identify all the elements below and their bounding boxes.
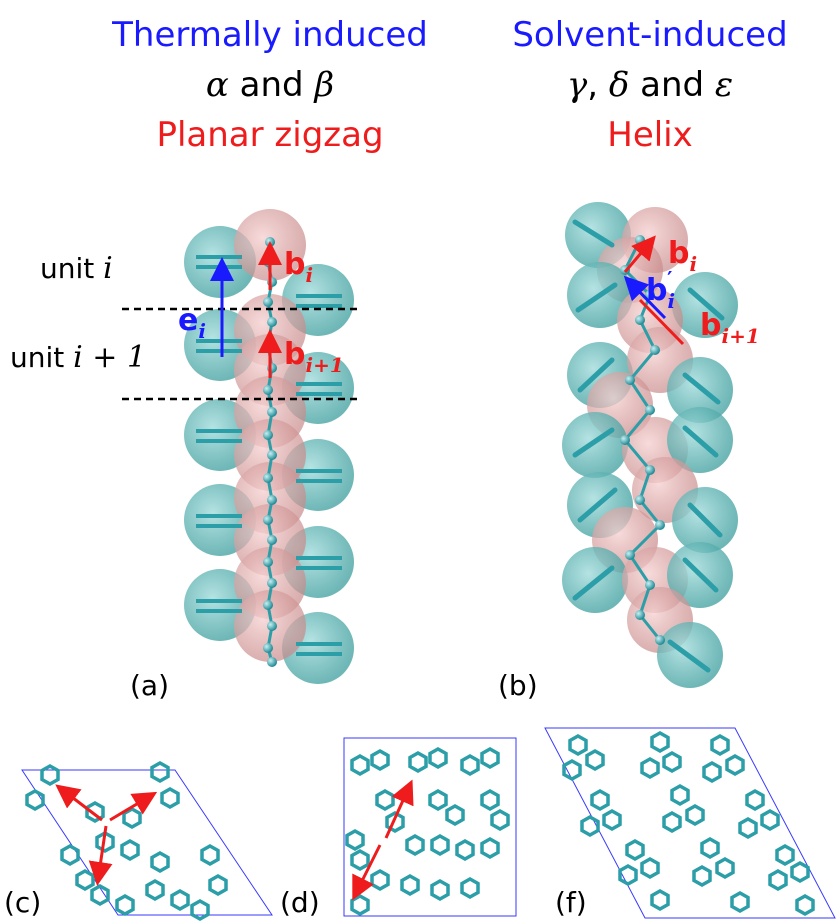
panel-f-molecules [562,731,815,916]
panel-d-unit-cell [343,737,517,917]
panel-f-unit-cell [544,727,836,919]
helix-b-arrow [623,235,656,273]
panel-b-label: (b) [498,669,538,702]
vector-e-label: ei [178,303,206,343]
vector-b-label: bi [284,247,313,287]
panel-d: (d) [280,737,517,919]
helix-bprime-arrow [623,275,667,320]
helix-bprime-label: bi′ [646,267,675,313]
panel-c-molecules [25,761,228,921]
left-header: Thermally induced α and β Planar zigzag [90,10,450,160]
unit-i1-label: unit i + 1 [10,340,146,375]
panel-d-label: (d) [280,886,320,919]
panel-f-label: (f) [555,886,587,919]
panel-d-arrows [352,779,414,901]
left-header-phases: α and β [205,65,335,105]
panel-d-molecules [345,747,510,916]
panel-a: unit i unit i + 1 ei bi bi+1 (a) [10,209,360,702]
helix-b-label: bi [668,236,697,276]
panel-a-label: (a) [130,669,169,702]
helix-b-next-label: bi+1 [700,308,760,348]
panel-b: bi bi′ bi+1 (b) [498,202,760,702]
right-header: Solvent-induced γ, δ and ε Helix [470,10,830,160]
left-header-conformation: Planar zigzag [156,115,384,155]
left-header-title: Thermally induced [112,15,428,55]
right-header-conformation: Helix [607,115,693,155]
panel-c: (c) [4,761,273,921]
helix-b-next-line [638,298,685,346]
panel-b-backbone-atoms [620,235,665,645]
unit-i-label: unit i [40,251,113,286]
panel-c-unit-cell [21,769,273,916]
panel-c-arrows [55,784,158,886]
panel-b-side-groups [572,219,725,673]
right-header-title: Solvent-induced [512,15,788,55]
panel-c-label: (c) [4,886,41,919]
vector-b-next-label: bi+1 [284,337,344,377]
panel-f: (f) [544,727,836,919]
right-header-phases: γ, δ and ε [566,65,734,105]
